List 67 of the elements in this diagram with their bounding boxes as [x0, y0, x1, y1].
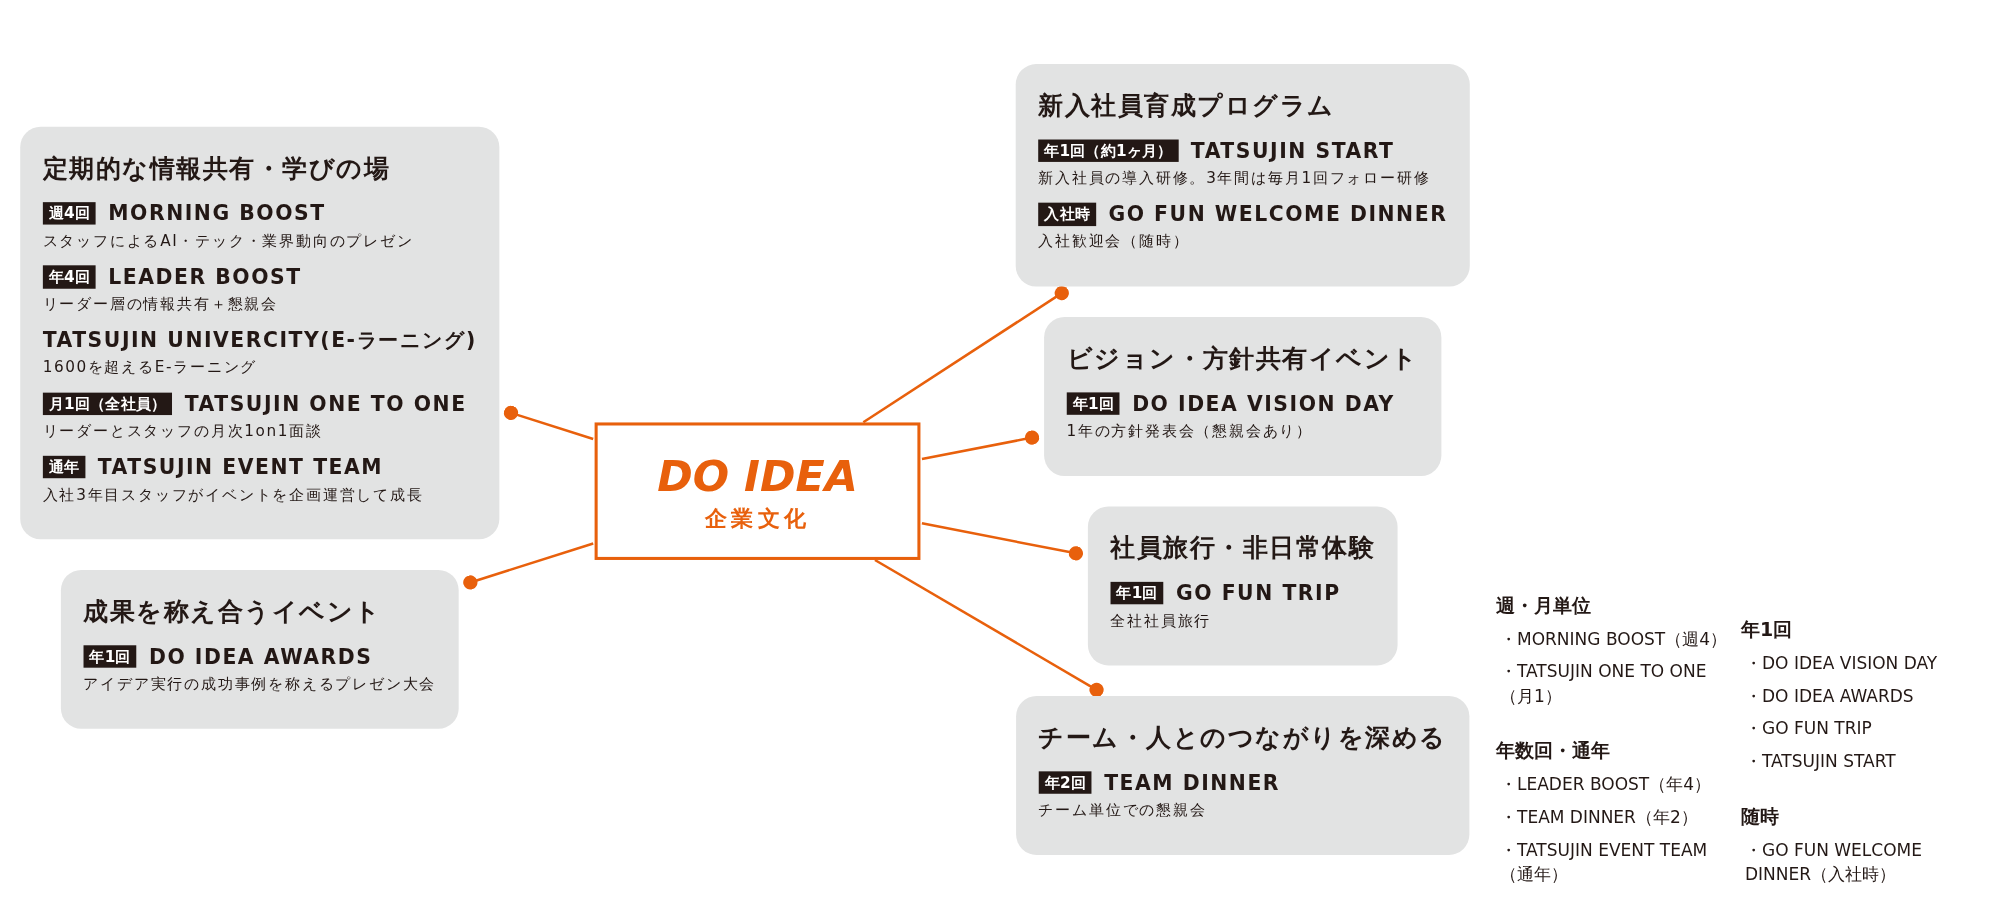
- card-heading: 新入社員育成プログラム: [1038, 89, 1335, 123]
- event-name: LEADER BOOST: [108, 263, 302, 291]
- schedule-item: ・TATSUJIN START: [1745, 750, 1897, 774]
- event-description: 入社3年目スタッフがイベントを企画運営して成長: [42, 484, 424, 505]
- event-name: MORNING BOOST: [108, 199, 326, 228]
- connector-line: [921, 430, 1040, 461]
- frequency-tag: 年1回: [1110, 582, 1164, 605]
- frequency-tag: 月1回（全社員）: [42, 392, 173, 416]
- event-description: アイデア実行の成功事例を称えるプレゼン大会: [83, 673, 437, 695]
- frequency-tag: 年4回: [42, 265, 97, 289]
- event-description: 全社社員旅行: [1110, 610, 1212, 631]
- schedule-item: ・DO IDEA AWARDS: [1745, 684, 1915, 708]
- event-description: リーダー層の情報共有＋懇親会: [42, 293, 278, 315]
- category-card: [60, 569, 459, 729]
- category-card: [1015, 64, 1470, 287]
- schedule-heading: 年数回・通年: [1496, 738, 1611, 764]
- event-description: スタッフによるAI・テック・業界動向のプレゼン: [42, 230, 414, 252]
- hub-subtitle: 企業文化: [704, 503, 811, 532]
- connector-line: [503, 405, 594, 441]
- schedule-item: ・TATSUJIN ONE TO ONE（月1）: [1500, 660, 1708, 708]
- card-heading: チーム・人とのつながりを深める: [1038, 721, 1447, 754]
- card-heading: 成果を称え合うイベント: [83, 595, 382, 628]
- connector-line: [463, 542, 594, 590]
- event-name: GO FUN TRIP: [1175, 579, 1341, 608]
- event-name: TATSUJIN ONE TO ONE: [184, 390, 467, 418]
- category-card: [20, 126, 500, 540]
- event-name: GO FUN WELCOME DINNER: [1108, 200, 1448, 229]
- event-name: TATSUJIN UNIVERCITY(E-ラーニング): [42, 326, 477, 355]
- frequency-tag: 年1回: [83, 645, 137, 669]
- hub-box: [594, 422, 921, 560]
- event-description: チーム単位での懇親会: [1038, 799, 1207, 821]
- frequency-tag: 通年: [42, 455, 86, 479]
- schedule-item: ・GO FUN TRIP: [1745, 717, 1873, 741]
- connector-line: [862, 286, 1069, 424]
- card-heading: ビジョン・方針共有イベント: [1066, 342, 1419, 376]
- event-name: DO IDEA VISION DAY: [1132, 390, 1395, 418]
- event-description: 新入社員の導入研修。3年間は毎月1回フォロー研修: [1038, 167, 1431, 189]
- frequency-tag: 年1回（約1ヶ月）: [1038, 139, 1179, 163]
- schedule-item: ・MORNING BOOST（週4）: [1500, 627, 1728, 651]
- event-description: 入社歓迎会（随時）: [1038, 231, 1190, 252]
- frequency-tag: 週4回: [42, 202, 97, 225]
- event-description: 1年の方針発表会（懇親会あり）: [1066, 420, 1314, 442]
- event-description: リーダーとスタッフの月次1on1面談: [42, 420, 323, 442]
- event-name: TATSUJIN EVENT TEAM: [97, 453, 384, 481]
- schedule-item: ・LEADER BOOST（年4）: [1500, 773, 1712, 797]
- schedule-heading: 年1回: [1741, 617, 1794, 643]
- card-heading: 定期的な情報共有・学びの場: [42, 152, 390, 185]
- category-card: [1044, 317, 1442, 476]
- event-description: 1600を超えるE-ラーニング: [42, 357, 258, 378]
- card-heading: 社員旅行・非日常体験: [1110, 531, 1376, 565]
- frequency-tag: 年2回: [1038, 771, 1092, 795]
- schedule-heading: 随時: [1741, 803, 1780, 829]
- schedule-item: ・DO IDEA VISION DAY: [1745, 652, 1939, 676]
- connector-line: [874, 558, 1104, 697]
- frequency-tag: 入社時: [1038, 203, 1097, 226]
- frequency-tag: 年1回: [1066, 392, 1120, 416]
- schedule-item: ・TEAM DINNER（年2）: [1500, 806, 1699, 830]
- category-card: [1016, 695, 1470, 855]
- hub-title: DO IDEA: [657, 450, 858, 504]
- event-name: DO IDEA AWARDS: [148, 643, 373, 671]
- category-card: [1087, 506, 1398, 666]
- event-name: TEAM DINNER: [1104, 769, 1281, 797]
- schedule-item: ・TATSUJIN EVENT TEAM（通年）: [1500, 838, 1709, 887]
- event-name: TATSUJIN START: [1190, 137, 1395, 165]
- connector-line: [921, 522, 1083, 561]
- schedule-heading: 週・月単位: [1496, 592, 1592, 618]
- schedule-item: ・GO FUN WELCOME DINNER（入社時）: [1745, 838, 1923, 887]
